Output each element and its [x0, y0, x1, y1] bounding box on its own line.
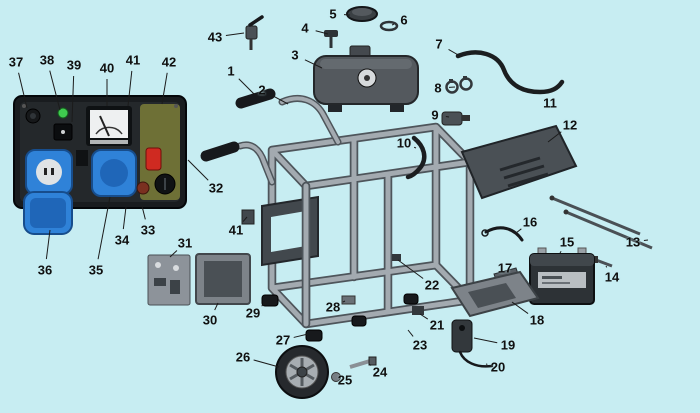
control-box-rear — [195, 253, 251, 305]
leader-line-39 — [71, 75, 75, 123]
charger-unit — [451, 319, 473, 353]
hinge-bracket — [241, 209, 255, 225]
engine-switch-knob — [25, 108, 41, 124]
leader-line-15 — [559, 251, 562, 254]
fuel-gauge-sender — [324, 30, 338, 48]
outlet-socket-closed — [91, 149, 137, 197]
leader-line-36 — [45, 229, 51, 260]
leader-line-26 — [253, 359, 280, 368]
leader-line-16 — [515, 228, 522, 234]
leader-line-34 — [122, 206, 127, 230]
leader-line-18 — [511, 301, 529, 314]
indicator-led — [57, 107, 69, 119]
leader-line-2 — [271, 94, 289, 105]
ground-terminal — [136, 181, 150, 195]
frame-bracket-21 — [412, 306, 424, 315]
rubber-foot-right — [403, 293, 419, 305]
battery — [529, 247, 595, 305]
voltmeter-label-strip — [90, 140, 128, 144]
leader-line-10 — [413, 146, 417, 149]
leader-line-28 — [342, 300, 346, 303]
handle-grip-upper — [235, 88, 276, 109]
control-panel-detail — [13, 95, 187, 235]
leader-line-19 — [473, 337, 498, 344]
fuel-petcock — [245, 15, 264, 50]
axle-bolt — [349, 356, 377, 369]
leader-line-31 — [169, 250, 178, 258]
circuit-board — [147, 254, 191, 306]
leader-line-6 — [391, 23, 395, 26]
leader-line-37 — [18, 72, 28, 109]
support-rods — [549, 195, 653, 250]
ignition-switch — [154, 173, 176, 195]
leader-lines — [18, 14, 649, 368]
leader-line-13 — [643, 239, 649, 242]
fuel-hose — [455, 50, 565, 95]
hose-clamps — [445, 76, 473, 94]
cap-gasket — [379, 20, 399, 32]
fuel-tank — [313, 45, 419, 112]
leader-line-1 — [238, 78, 256, 96]
leader-line-41-2 — [242, 216, 248, 222]
leader-line-14 — [605, 265, 608, 268]
tank-foot-left — [328, 102, 342, 112]
cable-ring-terminal — [481, 229, 489, 237]
leader-line-3 — [304, 59, 323, 69]
wheel — [275, 345, 329, 399]
leader-line-30 — [214, 302, 219, 311]
leader-line-38 — [49, 70, 61, 111]
charger-wire — [458, 350, 494, 368]
handle-tube — [236, 95, 342, 186]
frame-bracket-22 — [392, 254, 401, 261]
leader-line-12 — [547, 131, 562, 143]
axle-nut — [331, 372, 341, 382]
rocker-switch — [145, 147, 162, 171]
battery-label — [538, 272, 586, 288]
voltmeter-gauge — [86, 106, 132, 146]
fuel-joint — [441, 111, 470, 126]
leader-line-27 — [293, 333, 309, 338]
wheel-hub — [296, 366, 308, 378]
mount-bracket-28 — [341, 295, 356, 305]
leader-line-21 — [419, 313, 429, 320]
leader-line-24 — [368, 363, 372, 366]
leader-line-35 — [97, 196, 111, 260]
outlet-socket-open — [23, 149, 73, 235]
rubber-foot-29 — [261, 294, 279, 307]
leader-line-42 — [161, 72, 168, 105]
rubber-foot-27 — [305, 329, 323, 342]
handle-grip-lower — [200, 141, 240, 162]
battery-cable — [484, 226, 524, 242]
circuit-breaker — [53, 123, 73, 141]
leader-line-33 — [141, 205, 146, 220]
panel-mounting-plate — [261, 181, 319, 329]
leader-line-23 — [407, 329, 414, 337]
battery-tray — [450, 270, 540, 318]
fuel-hose-short — [405, 135, 427, 180]
leader-line-7 — [448, 49, 461, 57]
leader-line-29 — [261, 300, 269, 307]
rubber-foot-extra — [351, 315, 367, 327]
leader-line-43 — [225, 32, 245, 36]
leader-line-4 — [315, 30, 329, 35]
fuel-cap — [346, 6, 378, 22]
leader-line-41 — [127, 70, 133, 107]
fuse-holder — [76, 150, 88, 166]
leader-line-32 — [187, 159, 209, 181]
side-cover-panel — [460, 124, 578, 200]
tank-foot-right — [390, 102, 404, 112]
leader-line-22 — [397, 259, 424, 279]
